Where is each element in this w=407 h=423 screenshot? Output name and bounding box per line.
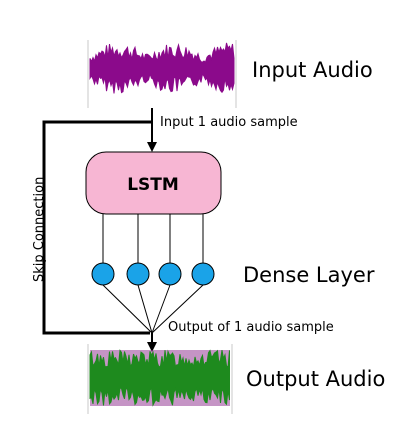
input-waveform-icon <box>87 40 237 108</box>
output-sample-label: Output of 1 audio sample <box>168 320 334 335</box>
dense-layer-label: Dense Layer <box>243 263 375 287</box>
dense-to-output-lines <box>102 284 204 334</box>
lstm-box <box>85 151 222 215</box>
output-waveform-icon <box>87 344 233 414</box>
neuron <box>158 262 182 286</box>
output-audio-label: Output Audio <box>246 367 385 391</box>
skip-connection-label: Skip Connection <box>32 177 47 282</box>
input-sample-label: Input 1 audio sample <box>160 115 298 130</box>
neuron <box>91 262 115 286</box>
lstm-to-dense-lines <box>102 214 204 263</box>
lstm-label: LSTM <box>127 175 179 195</box>
neuron <box>191 262 215 286</box>
skip-connection-line <box>42 120 152 335</box>
input-audio-label: Input Audio <box>252 58 373 82</box>
neuron <box>126 262 150 286</box>
dense-layer-neurons <box>91 262 215 286</box>
